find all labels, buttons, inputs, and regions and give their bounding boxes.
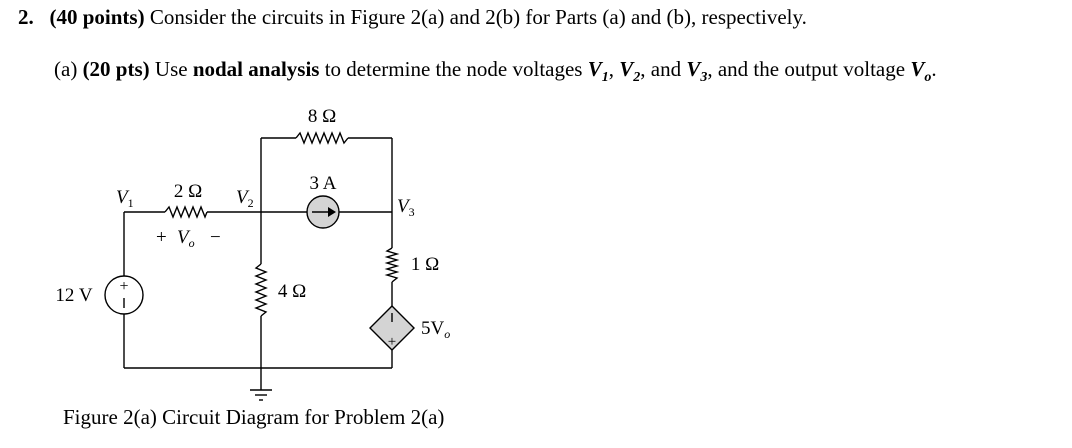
question-text: Consider the circuits in Figure 2(a) and… <box>149 5 807 29</box>
part-a-sep3: , and the output voltage <box>707 57 906 81</box>
voltage-source <box>104 275 144 315</box>
label-vo-minus: − <box>210 227 221 248</box>
resistor-2ohm <box>164 205 208 219</box>
dependent-source-plus: + <box>388 334 396 350</box>
question-number: 2. <box>18 5 34 29</box>
question-points: (40 points) <box>49 5 145 29</box>
part-a-text-1: Use <box>154 57 188 81</box>
part-a-points: (20 pts) <box>82 57 150 81</box>
part-a-v3: V3 <box>686 57 708 86</box>
label-r-4ohm: 4 Ω <box>278 281 306 302</box>
ground-icon <box>250 389 272 401</box>
part-a-end: . <box>931 57 937 81</box>
label-vo-plus: + <box>156 227 167 248</box>
part-a-method: nodal analysis <box>192 57 320 81</box>
label-voltage-source: 12 V <box>55 285 92 306</box>
voltage-source-plus: + <box>119 278 128 295</box>
dependent-source <box>369 305 415 351</box>
part-a-line: (a) (20 pts) Use nodal analysis to deter… <box>54 59 937 85</box>
part-a-sep1: , <box>608 57 614 81</box>
wires <box>123 137 393 390</box>
label-node-v3: V3 <box>397 196 415 219</box>
part-a-v1: V1 <box>587 57 609 86</box>
label-r-2ohm: 2 Ω <box>174 181 202 202</box>
part-a-label: (a) <box>54 57 78 81</box>
resistor-1ohm <box>384 247 400 283</box>
label-node-v2: V2 <box>236 187 254 210</box>
part-a-sep2: , and <box>640 57 682 81</box>
resistor-8ohm <box>295 131 349 145</box>
label-r-1ohm: 1 Ω <box>411 254 439 275</box>
current-arrowhead-icon <box>328 207 336 217</box>
resistor-4ohm <box>254 263 268 317</box>
label-current-source: 3 A <box>310 173 337 194</box>
label-node-v1: V1 <box>116 187 134 210</box>
part-a-vo: Vo <box>910 57 932 86</box>
question-line: 2. (40 points) Consider the circuits in … <box>18 7 807 28</box>
part-a-text-2: to determine the node voltages <box>324 57 583 81</box>
label-r-top: 8 Ω <box>308 106 336 127</box>
label-dependent-source: 5Vo <box>421 318 450 341</box>
figure-caption: Figure 2(a) Circuit Diagram for Problem … <box>63 405 445 429</box>
label-vo: Vo <box>177 227 195 250</box>
part-a-v2: V2 <box>619 57 641 86</box>
